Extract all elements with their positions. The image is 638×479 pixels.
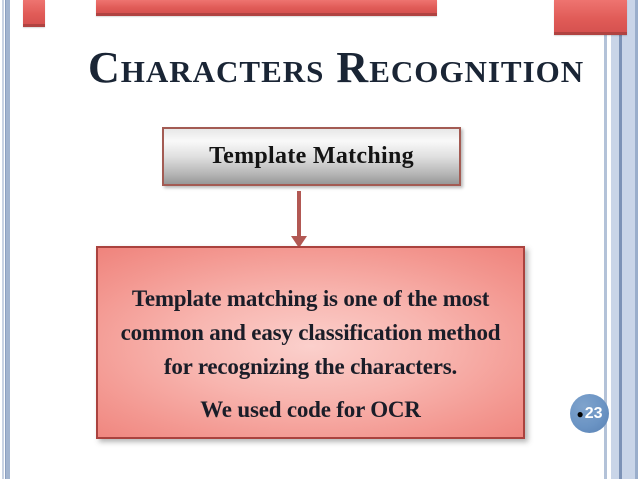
description-line: common and easy classification method	[120, 320, 501, 345]
page-title: Characters Recognition	[88, 43, 585, 92]
top-tab-left	[23, 0, 45, 27]
description-text: Template matching is one of the most com…	[98, 248, 523, 427]
left-border-line-inner	[5, 0, 10, 479]
left-border-line-outer	[2, 0, 4, 479]
right-border-band	[611, 0, 638, 479]
description-line: for recognizing the characters.	[163, 354, 458, 379]
flowchart-node: Template Matching	[162, 127, 461, 186]
page-number-badge: ● 23	[570, 394, 609, 433]
top-tab-right	[554, 0, 627, 35]
description-line: Template matching is one of the most	[131, 286, 490, 311]
page-number: 23	[584, 404, 603, 422]
flowchart-node-label: Template Matching	[209, 143, 414, 169]
description-footer-line: We used code for OCR	[200, 397, 421, 422]
description-box: Template matching is one of the most com…	[96, 246, 525, 439]
right-border-line-edge	[635, 0, 638, 479]
top-tab-middle	[96, 0, 437, 16]
right-border-line-dark	[619, 0, 622, 479]
right-border-line-thin	[604, 0, 607, 479]
down-arrow-shaft	[297, 191, 301, 237]
down-arrow-icon	[291, 236, 307, 248]
bullet-icon: ●	[576, 406, 584, 421]
